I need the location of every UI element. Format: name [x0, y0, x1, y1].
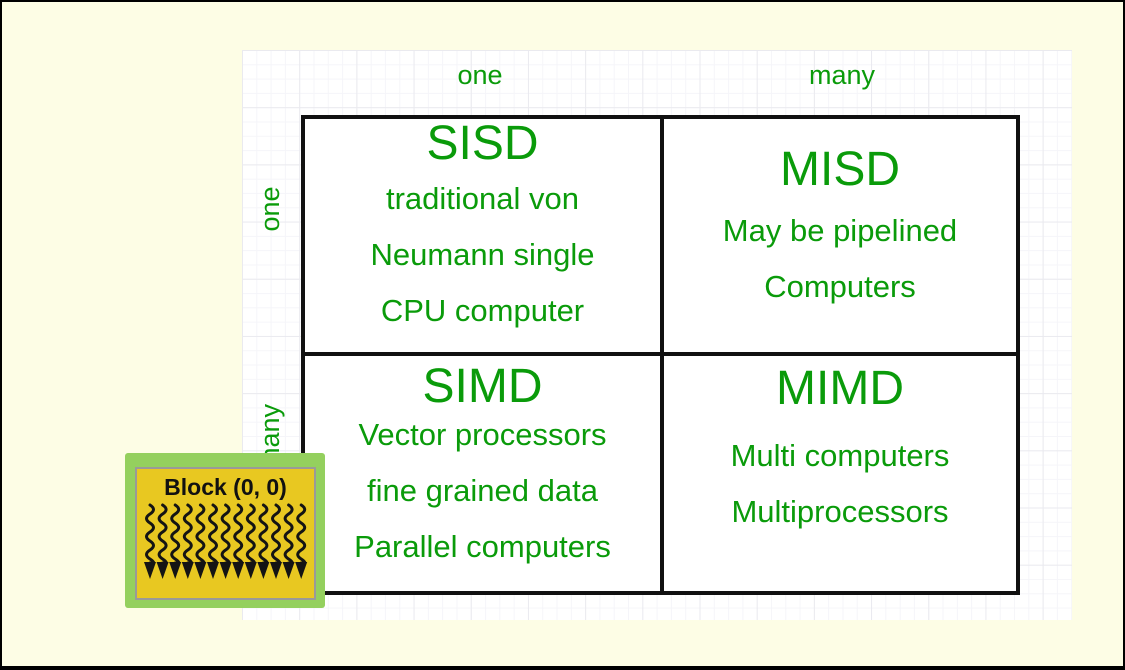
block-label: Block (0, 0): [164, 474, 287, 500]
squiggle-arrows-icon: [142, 503, 309, 581]
cell-sisd-line: CPU computer: [380, 293, 585, 328]
cell-sisd-line: Neumann single: [370, 237, 595, 272]
cell-simd-line: Vector processors: [358, 417, 607, 452]
cell-simd[interactable]: SIMD Vector processors fine grained data…: [305, 356, 660, 597]
column-header-many: many: [808, 60, 876, 90]
cell-mimd-line: Multi computers: [730, 438, 950, 473]
cell-misd[interactable]: MISD May be pipelined Computers: [664, 119, 1016, 378]
cell-simd-title: SIMD: [422, 360, 543, 413]
cell-misd-line: May be pipelined: [722, 213, 958, 248]
cell-mimd-title: MIMD: [776, 362, 904, 415]
cell-misd-line: Computers: [764, 269, 916, 304]
cell-sisd-title: SISD: [426, 117, 539, 170]
cell-sisd-line: traditional von: [385, 181, 579, 216]
block-shape[interactable]: Block (0, 0): [135, 467, 316, 600]
cell-sisd[interactable]: SISD traditional von Neumann single CPU …: [305, 119, 660, 352]
cell-mimd-line: Multiprocessors: [731, 494, 949, 529]
row-header-one: one: [255, 186, 285, 232]
cell-mimd[interactable]: MIMD Multi computers Multiprocessors: [664, 356, 1016, 599]
table-row-divider: [305, 352, 1016, 356]
block-selection-highlight[interactable]: Block (0, 0): [125, 453, 325, 608]
cell-simd-line: fine grained data: [367, 473, 598, 508]
cell-misd-title: MISD: [780, 143, 900, 196]
column-header-one: one: [457, 60, 503, 90]
cell-simd-line: Parallel computers: [354, 529, 611, 564]
flynn-taxonomy-table: SISD traditional von Neumann single CPU …: [301, 115, 1020, 595]
